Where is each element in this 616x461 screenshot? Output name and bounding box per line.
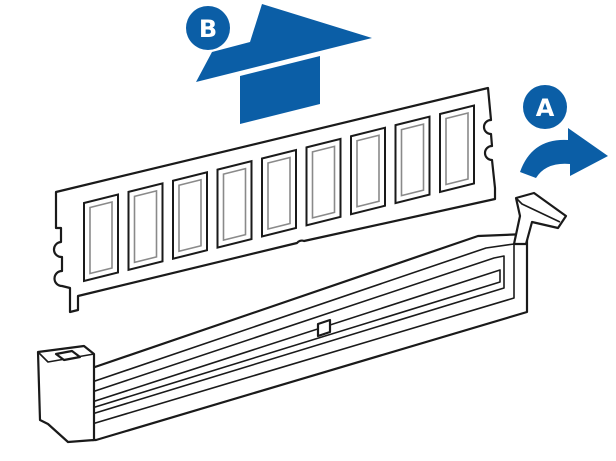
memory-chip-die xyxy=(267,156,291,231)
slot-key-notch xyxy=(316,318,332,338)
arrow-up-icon xyxy=(196,4,372,124)
slot-groove-inner xyxy=(91,255,505,415)
step-b-label: B xyxy=(199,15,217,43)
memory-chip-die xyxy=(400,123,425,197)
step-a-label: A xyxy=(536,94,555,122)
step-b-badge: B xyxy=(186,6,230,50)
slot-left-end-cap-tab xyxy=(54,349,82,362)
memory-chip-die xyxy=(356,134,380,208)
arrow-up-shape xyxy=(196,4,372,82)
memory-chip-die xyxy=(222,167,247,242)
memory-chip-die xyxy=(89,200,113,275)
memory-chips xyxy=(83,104,475,283)
step-b-circle xyxy=(186,6,230,50)
step-a-badge: A xyxy=(523,85,567,129)
memory-chip-die xyxy=(311,145,336,219)
memory-chip-die xyxy=(133,189,158,264)
memory-module xyxy=(52,86,497,314)
arrow-up-stem xyxy=(240,56,320,124)
curved-arrow-shape xyxy=(520,128,608,178)
memory-chip-die xyxy=(445,111,469,186)
memory-chip-die xyxy=(178,178,202,253)
memory-slot xyxy=(36,191,568,444)
step-a-circle xyxy=(523,85,567,129)
slot-left-end-cap-top xyxy=(37,345,95,363)
slot-right-clip xyxy=(512,191,568,246)
curved-arrow-right-icon xyxy=(520,128,608,178)
slot-groove-center xyxy=(91,269,501,409)
slot-right-clip-edge xyxy=(515,197,561,223)
